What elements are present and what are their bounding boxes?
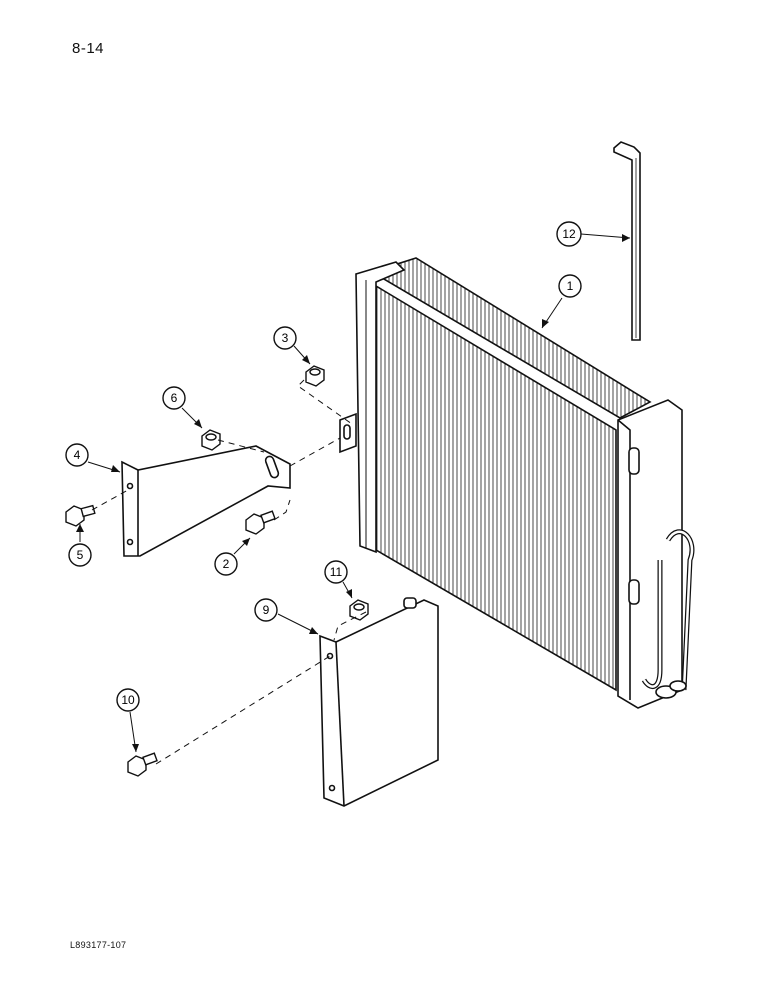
rod-part: [613, 141, 641, 341]
callout-6: 6: [162, 386, 186, 410]
callout-1: 1: [558, 274, 582, 298]
callout-11: 11: [324, 560, 348, 584]
svg-text:11: 11: [330, 565, 343, 579]
svg-text:3: 3: [282, 331, 289, 345]
callout-3: 3: [273, 326, 297, 350]
callout-4: 4: [65, 443, 89, 467]
callout-12: 12: [556, 221, 582, 247]
callout-10: 10: [116, 688, 140, 712]
bolt-part-10: [127, 752, 158, 777]
callout-9: 9: [254, 598, 278, 622]
bolt-part-2: [245, 510, 276, 535]
bracket-part: [121, 445, 291, 557]
figure-code: L893177-107: [70, 940, 127, 950]
callout-2: 2: [214, 552, 238, 576]
svg-text:10: 10: [121, 693, 135, 707]
svg-text:6: 6: [171, 391, 178, 405]
leader-arrowheads: [76, 234, 630, 752]
nut-part-11: [349, 599, 369, 621]
callout-5: 5: [68, 543, 92, 567]
svg-text:4: 4: [74, 448, 81, 462]
assembly-lines: [91, 379, 367, 765]
svg-text:1: 1: [567, 279, 574, 293]
svg-text:5: 5: [77, 548, 84, 562]
svg-text:12: 12: [562, 227, 576, 241]
bolt-part-5: [65, 504, 96, 527]
shield-plate-part: [319, 597, 439, 807]
svg-text:2: 2: [223, 557, 230, 571]
page-number: 8-14: [72, 40, 105, 57]
nut-part-3: [305, 365, 325, 387]
svg-text:9: 9: [263, 603, 270, 617]
radiator-core-part: [339, 257, 695, 709]
nut-part-6: [201, 429, 221, 451]
